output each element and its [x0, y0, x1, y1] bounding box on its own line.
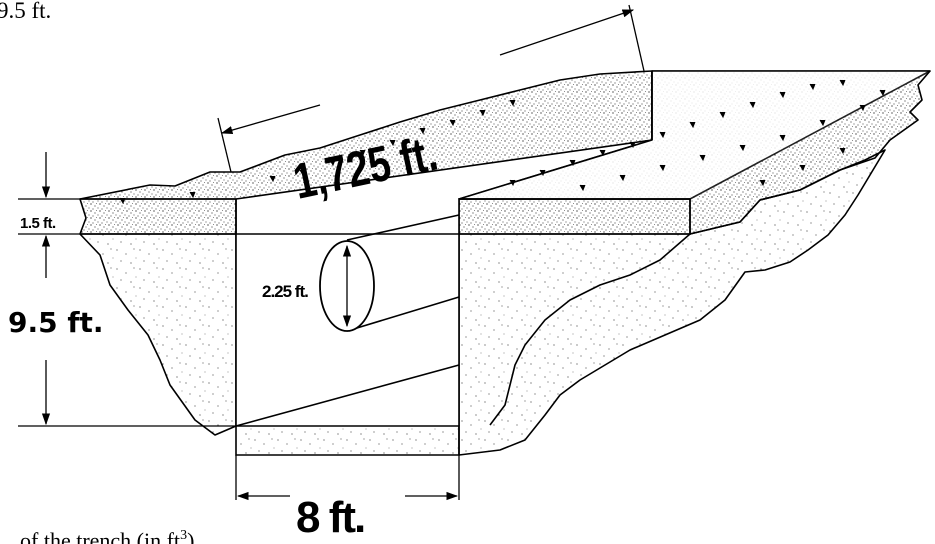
grass-marks — [119, 79, 886, 205]
right-soil-inner-edge — [489, 233, 691, 426]
depth-dimension — [18, 360, 236, 427]
pipe-body — [346, 214, 460, 332]
right-surface-front — [458, 198, 691, 235]
surface-thickness-dimension — [18, 152, 80, 278]
length-label: 1,725 ft. — [288, 124, 442, 210]
pipe — [319, 214, 460, 332]
surface-thickness-label: 1.5 ft. — [20, 215, 56, 232]
width-dimension — [235, 455, 460, 501]
depth-label: 9.5 ft. — [8, 306, 104, 339]
top-text: 9.5 ft. — [0, 0, 51, 23]
trench-edges — [235, 198, 690, 426]
length-dimension — [217, 4, 645, 173]
width-label: 8 ft. — [296, 493, 364, 542]
bottom-text: of the trench (in ft3) — [20, 528, 194, 544]
pipe-diameter-label: 2.25 ft. — [262, 282, 308, 301]
left-surface-front — [79, 198, 237, 235]
trench-floor — [235, 425, 460, 456]
trench-floor-diagonal — [235, 364, 460, 427]
